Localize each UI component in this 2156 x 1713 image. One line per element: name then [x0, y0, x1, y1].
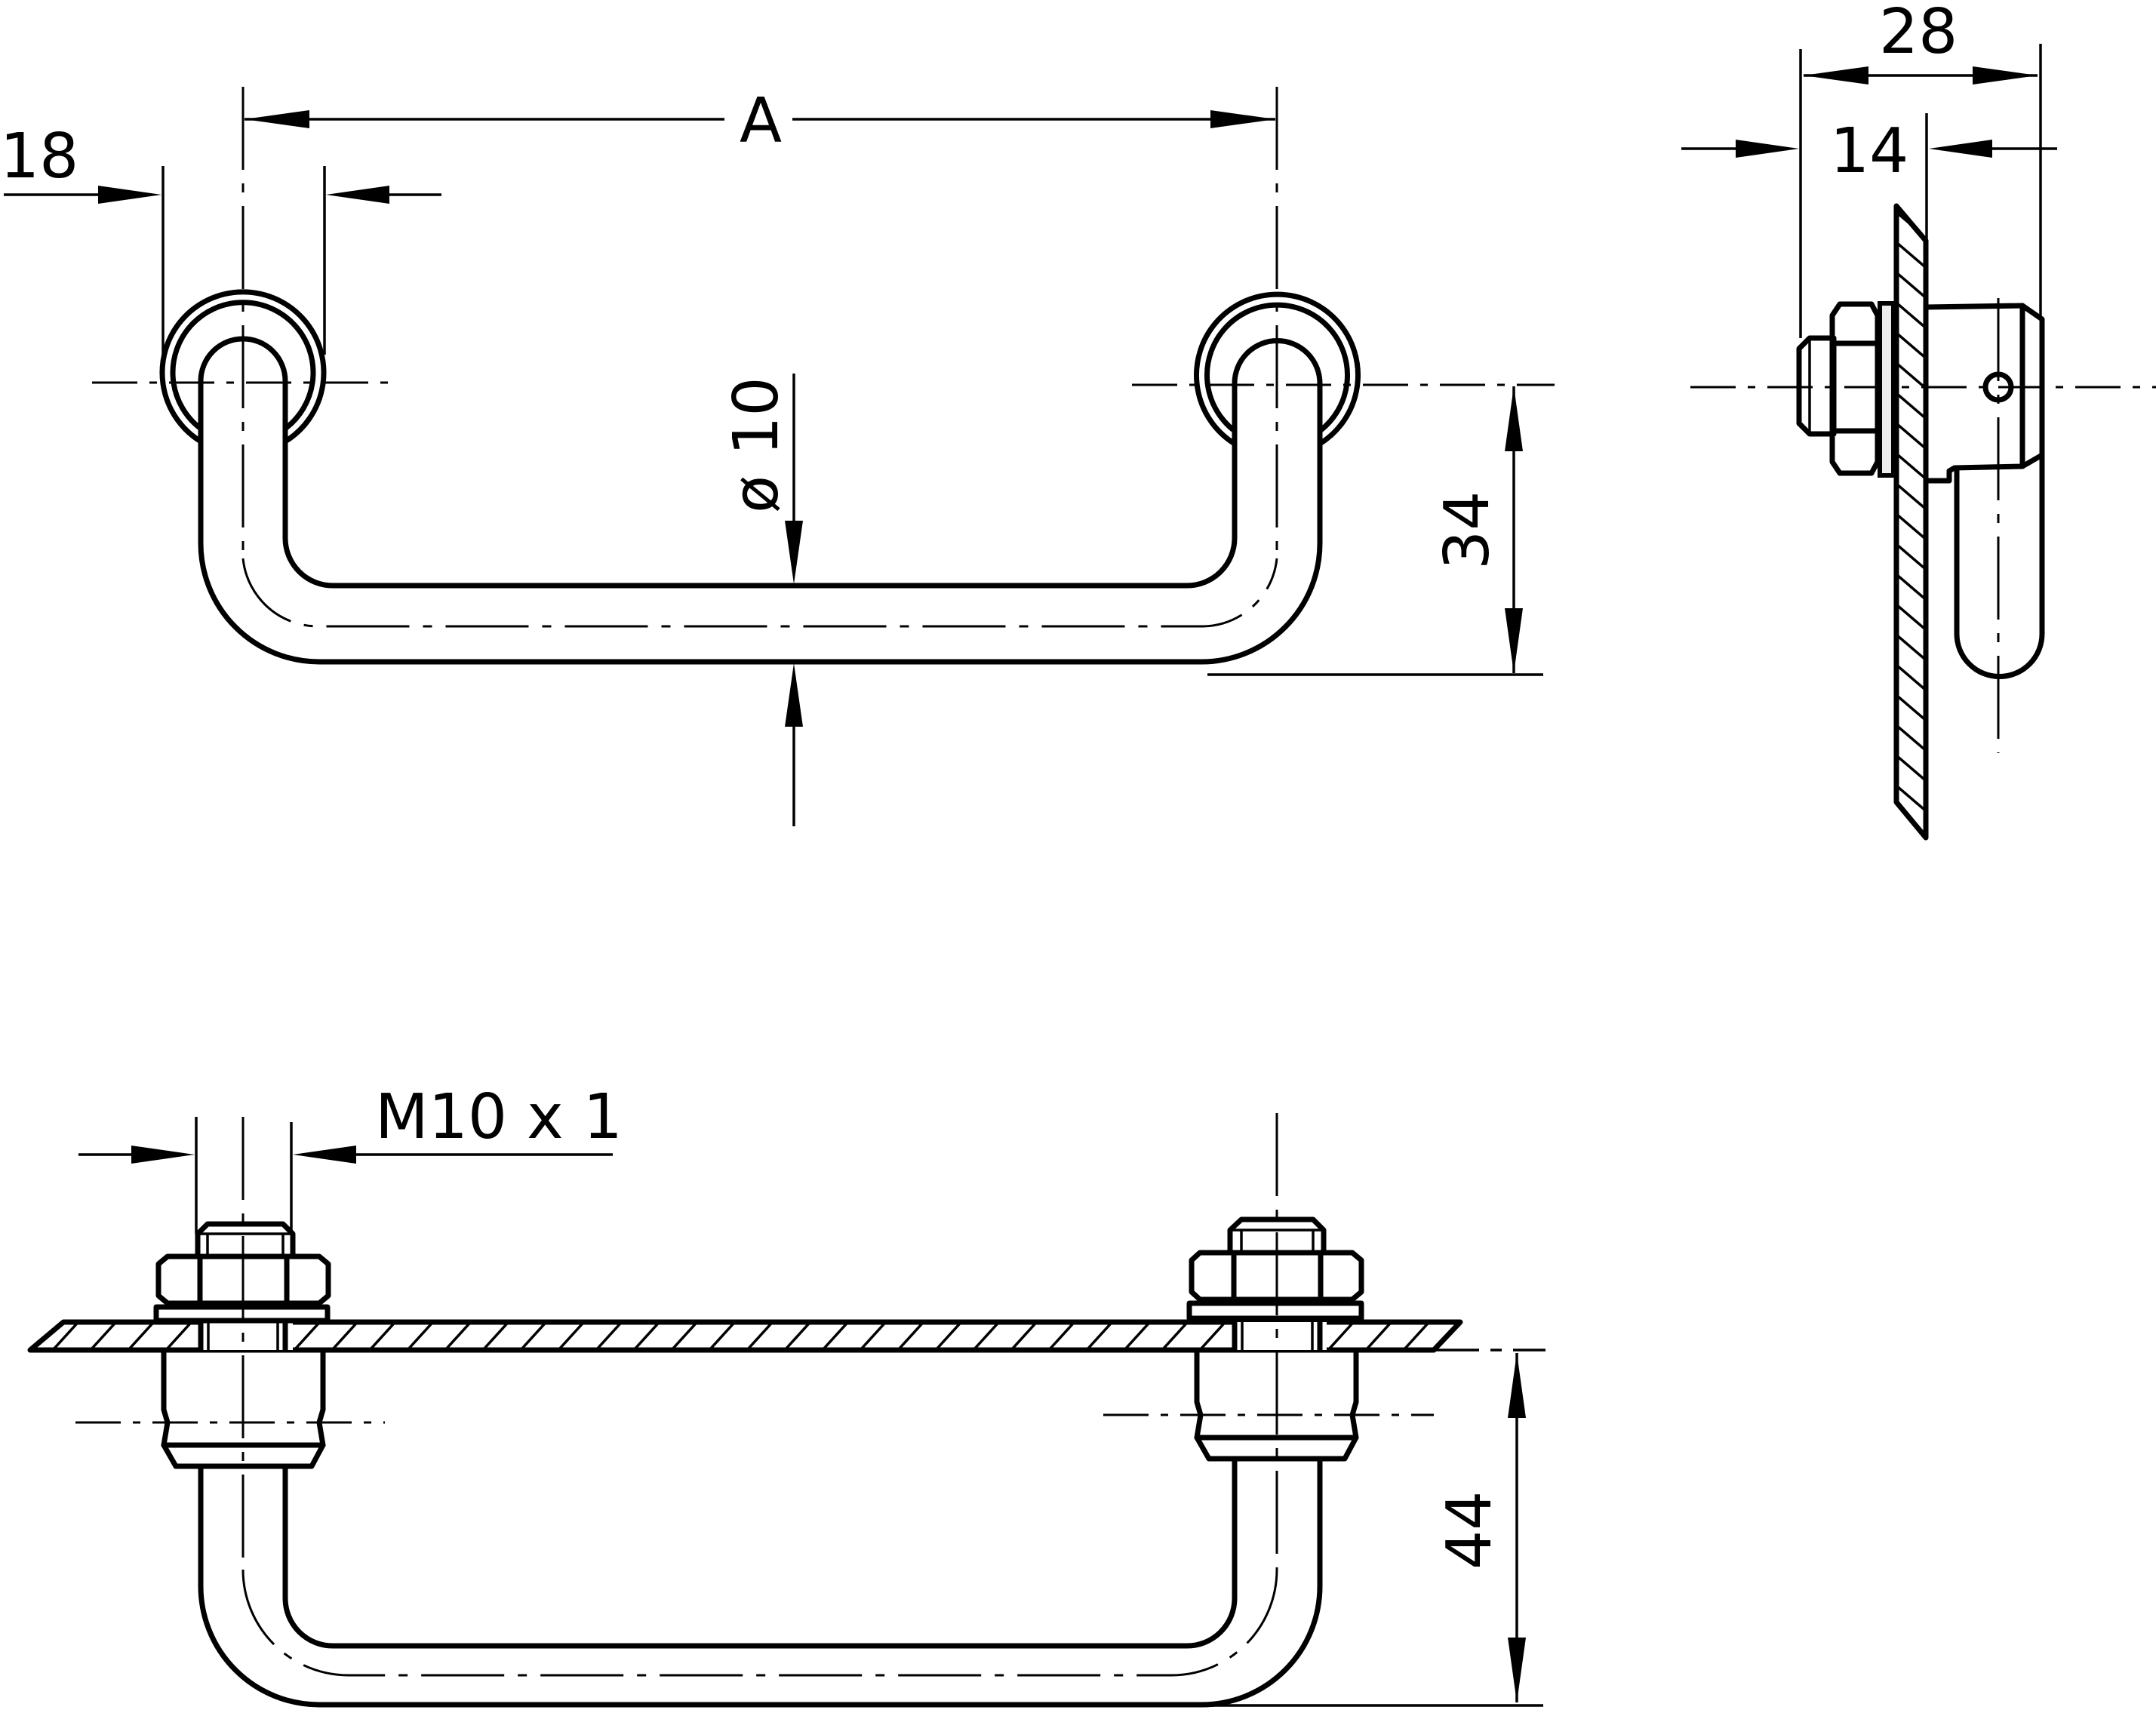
side-depth-label: 28	[1879, 0, 1958, 68]
side-washer	[1878, 301, 1896, 478]
side-hex-nut	[1829, 301, 1881, 476]
right-fastener	[1103, 1113, 1434, 1570]
bottom-plate-hatching	[44, 1322, 1460, 1350]
left-fastener	[75, 1117, 385, 1570]
bottom-height-dimension: 44	[1207, 1349, 1545, 1707]
side-view: 28 14	[1681, 0, 2156, 841]
left-hex-nut	[155, 1253, 331, 1306]
left-bolt-tip	[195, 1221, 296, 1259]
ring-diameter-dimension: 18	[0, 121, 441, 355]
side-plate-hatching	[1896, 206, 1926, 838]
right-pivot-inner-ring	[1204, 302, 1350, 434]
pitch-label: A	[740, 85, 782, 157]
right-pivot-outer-ring	[1194, 291, 1361, 447]
left-pivot-outer-ring	[159, 289, 327, 444]
front-view: 18 A ø 10 34	[0, 85, 1555, 826]
side-depth-dimension: 28	[1799, 0, 2042, 338]
left-pivot-inner-ring	[170, 300, 316, 432]
right-bushing	[1194, 1347, 1359, 1462]
rod-diameter-dimension: ø 10	[721, 374, 803, 826]
bottom-view: M10 x 1 44	[27, 1081, 1545, 1708]
handle-centerline	[241, 558, 1278, 628]
thread-label: M10 x 1	[375, 1081, 623, 1153]
rod-diameter-label: ø 10	[721, 377, 792, 513]
side-projection-dimension: 14	[1681, 113, 2057, 241]
side-mounting-plate	[1893, 203, 1929, 841]
right-hex-nut	[1189, 1250, 1364, 1302]
side-projection-label: 14	[1830, 115, 1908, 187]
handle-rod-outer	[198, 336, 1323, 665]
bottom-handle-centerline	[241, 1569, 1278, 1677]
thread-dimension: M10 x 1	[78, 1081, 623, 1234]
front-height-dimension: 34	[1207, 386, 1543, 676]
front-height-label: 34	[1432, 491, 1503, 570]
left-bushing	[161, 1347, 326, 1469]
pitch-dimension: A	[245, 85, 1275, 157]
bottom-height-label: 44	[1434, 1491, 1506, 1570]
ring-diameter-label: 18	[0, 121, 78, 192]
bottom-handle-rod	[198, 1456, 1323, 1708]
right-washer	[1186, 1300, 1364, 1321]
